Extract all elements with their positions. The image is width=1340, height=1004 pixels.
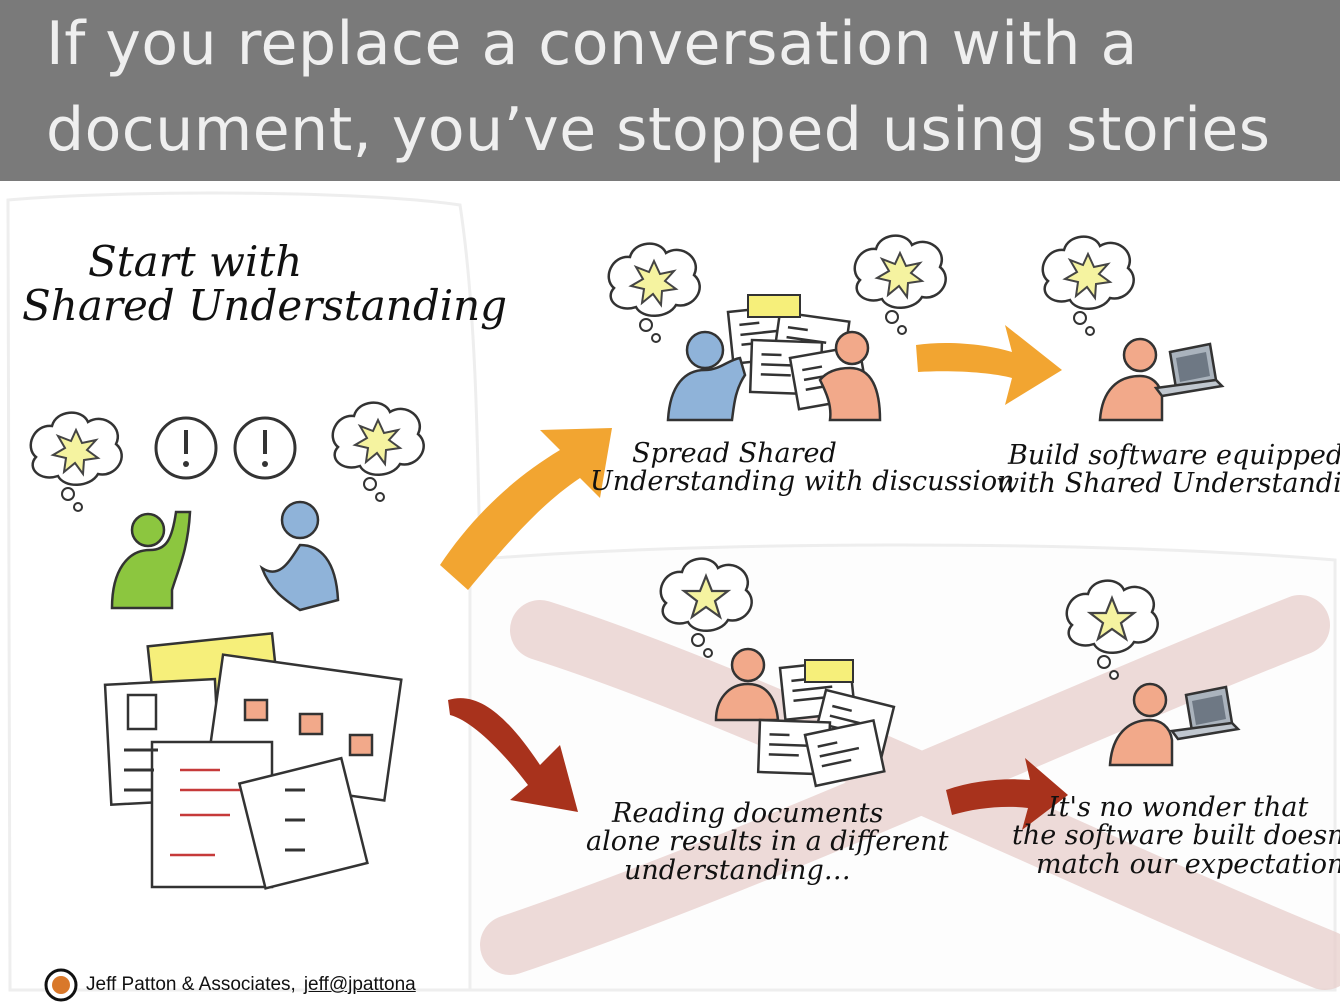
thought-bubble-icon	[853, 234, 947, 336]
logo-icon	[44, 968, 78, 1002]
document-stack-icon	[756, 659, 896, 788]
caption-wonder-line-1: It's no wonder that	[1048, 792, 1309, 823]
slide-title-line-2: document, you’ve stopped using stories	[46, 95, 1271, 165]
heading-line-2: Shared Understanding	[22, 281, 508, 331]
caption-build-line-2: with Shared Understandin	[996, 468, 1340, 500]
title-bar: If you replace a conversation with a doc…	[0, 0, 1340, 181]
cross-out-icon	[480, 595, 1340, 990]
exclamation-icon	[233, 416, 297, 480]
caption-wonder: It's no wonder that the software built d…	[1012, 792, 1340, 880]
exclamation-icon	[154, 416, 218, 480]
arrow-icon	[448, 698, 1068, 830]
caption-wonder-line-3: match our expectations	[1036, 848, 1340, 880]
footer: Jeff Patton & Associates, jeff@jpattona	[44, 968, 416, 1002]
diagram-heading: Start with Shared Understanding	[22, 237, 508, 331]
person-blue	[259, 500, 340, 612]
person-blue	[666, 330, 747, 422]
laptop-icon	[1154, 342, 1224, 398]
caption-build: Build software equipped with Shared Unde…	[996, 440, 1340, 500]
footer-email-link[interactable]: jeff@jpattona	[303, 974, 416, 995]
person-peach	[818, 330, 882, 422]
document-stack-icon	[726, 294, 870, 411]
caption-spread-line-2: Understanding with discussion	[590, 466, 1015, 498]
person-peach	[1108, 682, 1174, 767]
caption-spread-line-1: Spread Shared	[632, 438, 837, 469]
person-peach	[1098, 337, 1164, 422]
caption-reading-line-1: Reading documents	[612, 798, 884, 829]
caption-reading-line-3: understanding…	[624, 854, 851, 886]
document-stack-icon	[103, 631, 403, 890]
thought-bubble-icon	[607, 242, 701, 344]
sketch-diagram	[6, 191, 1340, 992]
heading-line-1: Start with	[88, 237, 303, 286]
caption-build-line-1: Build software equipped	[1008, 440, 1340, 471]
caption-spread: Spread Shared Understanding with discuss…	[590, 438, 1015, 498]
footer-text: Jeff Patton & Associates,	[86, 974, 296, 995]
person-green	[110, 510, 192, 610]
person-peach	[714, 647, 780, 722]
caption-wonder-line-2: the software built doesn't	[1012, 820, 1340, 852]
caption-reading-line-2: alone results in a different	[586, 826, 949, 858]
caption-reading: Reading documents alone results in a dif…	[586, 798, 949, 886]
thought-bubble-icon	[1041, 235, 1135, 337]
arrow-icon	[440, 325, 1062, 590]
slide-title-line-1: If you replace a conversation with a	[46, 9, 1138, 79]
